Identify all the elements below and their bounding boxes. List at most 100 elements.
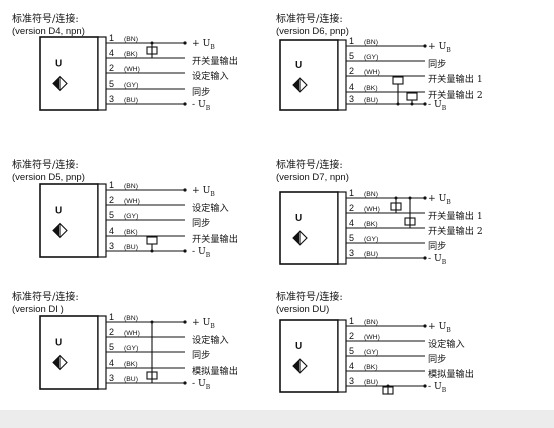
sensor-body bbox=[279, 319, 339, 393]
terminal-dot bbox=[183, 249, 187, 253]
wire-color-code: (BK) bbox=[364, 221, 378, 228]
panel-version: (version D7, npn) bbox=[276, 172, 349, 183]
panel-version: (version DI ) bbox=[12, 304, 64, 315]
pin-number: 2 bbox=[109, 327, 114, 337]
wire-bn: 1 (BN) + UB bbox=[106, 180, 215, 198]
wire-function-label: 同步 bbox=[192, 350, 210, 361]
sensor-schematic: U1(BN)+ UB2(WH)设定输入5(GY)同步4(BK)开关量输出3(BU… bbox=[39, 180, 238, 259]
panel-title: 标准符号/连接: bbox=[12, 160, 79, 171]
pin-number: 3 bbox=[349, 248, 354, 258]
wire-color-code: (BK) bbox=[364, 85, 378, 92]
wire-color-code: (GY) bbox=[364, 349, 378, 356]
wire-gy: 5(GY)同步 bbox=[106, 210, 210, 229]
sensor-schematic: U1(BN)+ UB2(WH)开关量输出 14(BK)开关量输出 25(GY)同… bbox=[279, 188, 483, 266]
wire-function-label: 模拟量输出 bbox=[428, 368, 474, 380]
ultrasonic-diamond-icon bbox=[52, 222, 68, 239]
pin-number: 4 bbox=[349, 218, 354, 228]
panel-version: (version DU) bbox=[276, 304, 330, 315]
wire-bk: 4(BK)模拟量输出 bbox=[346, 361, 474, 380]
pin-number: 2 bbox=[349, 331, 354, 341]
wire-function-label: + UB bbox=[192, 185, 215, 198]
wire-color-code: (WH) bbox=[124, 330, 140, 337]
sensor-schematic: U1(BN)+ UB2(WH)设定输入5(GY)同步4(BK)模拟量输出3(BU… bbox=[39, 312, 238, 391]
wire-bk: 4 (BK) 模拟量输出 bbox=[106, 358, 238, 377]
load-relay-symbol bbox=[390, 196, 416, 228]
pin-number: 3 bbox=[349, 376, 354, 386]
sensor-block: U bbox=[39, 315, 107, 390]
pin-number: 3 bbox=[349, 94, 354, 104]
wire-bu: 3 (BU) - UB bbox=[346, 376, 447, 394]
terminal-dot bbox=[423, 102, 427, 106]
wire-color-code: (BU) bbox=[124, 244, 138, 251]
sensor-block: U bbox=[279, 191, 347, 265]
wire-color-code: (WH) bbox=[364, 206, 380, 213]
wire-bu: 3(BU)- UB bbox=[106, 94, 211, 112]
wire-function-label: 同步 bbox=[192, 87, 210, 98]
footer-band bbox=[0, 410, 554, 428]
sensor-block: U bbox=[279, 319, 347, 393]
sensor-letter: U bbox=[295, 341, 302, 352]
pin-number: 2 bbox=[109, 63, 114, 73]
wire-color-code: (BU) bbox=[124, 376, 138, 383]
pin-number: 2 bbox=[109, 195, 114, 205]
panel-title: 标准符号/连接: bbox=[276, 292, 343, 303]
pin-number: 1 bbox=[109, 33, 114, 43]
pin-number: 4 bbox=[109, 226, 114, 236]
wire-color-code: (WH) bbox=[124, 66, 140, 73]
wire-bn: 1(BN)+ UB bbox=[106, 33, 215, 51]
sensor-block: U bbox=[39, 183, 107, 258]
wire-color-code: (WH) bbox=[364, 334, 380, 341]
terminal-dot bbox=[183, 320, 187, 324]
wire-function-label: 同步 bbox=[192, 218, 210, 229]
load-relay-symbol bbox=[392, 76, 418, 106]
pin-number: 4 bbox=[109, 358, 114, 368]
sensor-letter: U bbox=[295, 213, 302, 224]
sensor-cable-rib bbox=[337, 319, 347, 393]
pin-number: 4 bbox=[109, 48, 114, 58]
sensor-cable-rib bbox=[337, 39, 347, 111]
wire-color-code: (BN) bbox=[124, 36, 138, 43]
wire-bu: 3(BU)- UB bbox=[106, 241, 211, 259]
wire-color-code: (BN) bbox=[124, 183, 138, 190]
wire-function-label: 开关量输出 bbox=[192, 233, 238, 245]
wire-function-label: - UB bbox=[428, 99, 447, 112]
wire-function-label: 模拟量输出 bbox=[192, 365, 238, 377]
sensor-letter: U bbox=[295, 60, 302, 71]
wire-gy: 5 (GY) 同步 bbox=[346, 346, 446, 365]
wire-color-code: (GY) bbox=[124, 345, 138, 352]
wire-function-label: + UB bbox=[192, 317, 215, 330]
wire-function-label: 开关量输出 1 bbox=[428, 73, 483, 85]
wire-color-code: (GY) bbox=[364, 54, 378, 61]
wire-function-label: 同步 bbox=[428, 354, 446, 365]
pin-number: 5 bbox=[349, 233, 354, 243]
terminal-dot bbox=[423, 384, 427, 388]
wire-gy: 5(GY)同步 bbox=[106, 342, 210, 361]
wire-bk: 4(BK)开关量输出 bbox=[106, 48, 238, 67]
wire-color-code: (BK) bbox=[124, 361, 138, 368]
wire-gy: 5(GY)同步 bbox=[346, 233, 446, 252]
wire-function-label: 设定输入 bbox=[192, 202, 229, 214]
ultrasonic-diamond-icon bbox=[292, 358, 308, 374]
load-relay-symbol bbox=[146, 236, 158, 253]
wire-color-code: (WH) bbox=[124, 198, 140, 205]
wire-color-code: (GY) bbox=[124, 213, 138, 220]
wire-color-code: (GY) bbox=[124, 82, 138, 89]
panel-version: (version D4, npn) bbox=[12, 26, 85, 37]
sensor-letter: U bbox=[55, 206, 62, 217]
wire-function-label: 开关量输出 bbox=[192, 55, 238, 67]
terminal-dot bbox=[183, 188, 187, 192]
ultrasonic-diamond-icon bbox=[52, 354, 68, 371]
wire-gy: 5(GY)同步 bbox=[106, 79, 210, 98]
wire-function-label: 开关量输出 2 bbox=[428, 89, 483, 101]
terminal-dot bbox=[183, 41, 187, 45]
wire-function-label: 开关量输出 1 bbox=[428, 210, 483, 222]
ultrasonic-diamond-icon bbox=[52, 75, 68, 92]
pin-number: 5 bbox=[349, 346, 354, 356]
wire-function-label: - UB bbox=[428, 381, 447, 394]
pin-number: 1 bbox=[109, 180, 114, 190]
sensor-schematic: U1(BN)+ UB2(WH)设定输入5(GY)同步4(BK)模拟量输出3(BU… bbox=[279, 316, 474, 395]
pin-number: 1 bbox=[349, 36, 354, 46]
wire-color-code: (BN) bbox=[364, 191, 378, 198]
wire-color-code: (BU) bbox=[364, 379, 378, 386]
